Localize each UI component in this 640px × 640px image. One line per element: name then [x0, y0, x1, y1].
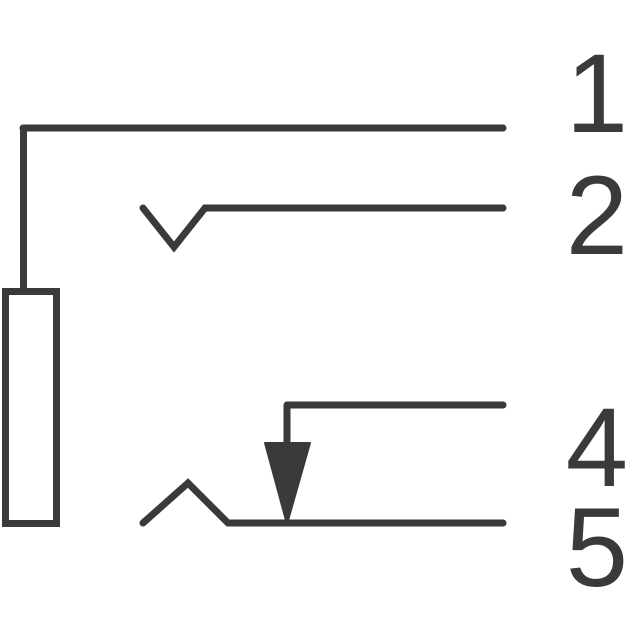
terminal-label-4: 4 — [565, 385, 628, 510]
terminal-5-contact-line — [139, 478, 507, 527]
terminal-label-1: 1 — [565, 31, 628, 156]
terminal-2-contact-line — [139, 204, 507, 253]
coil-rectangle — [2, 288, 60, 527]
terminal-label-2: 2 — [565, 153, 628, 278]
direction-arrow-head — [264, 442, 311, 525]
terminal-label-5: 5 — [565, 485, 628, 610]
